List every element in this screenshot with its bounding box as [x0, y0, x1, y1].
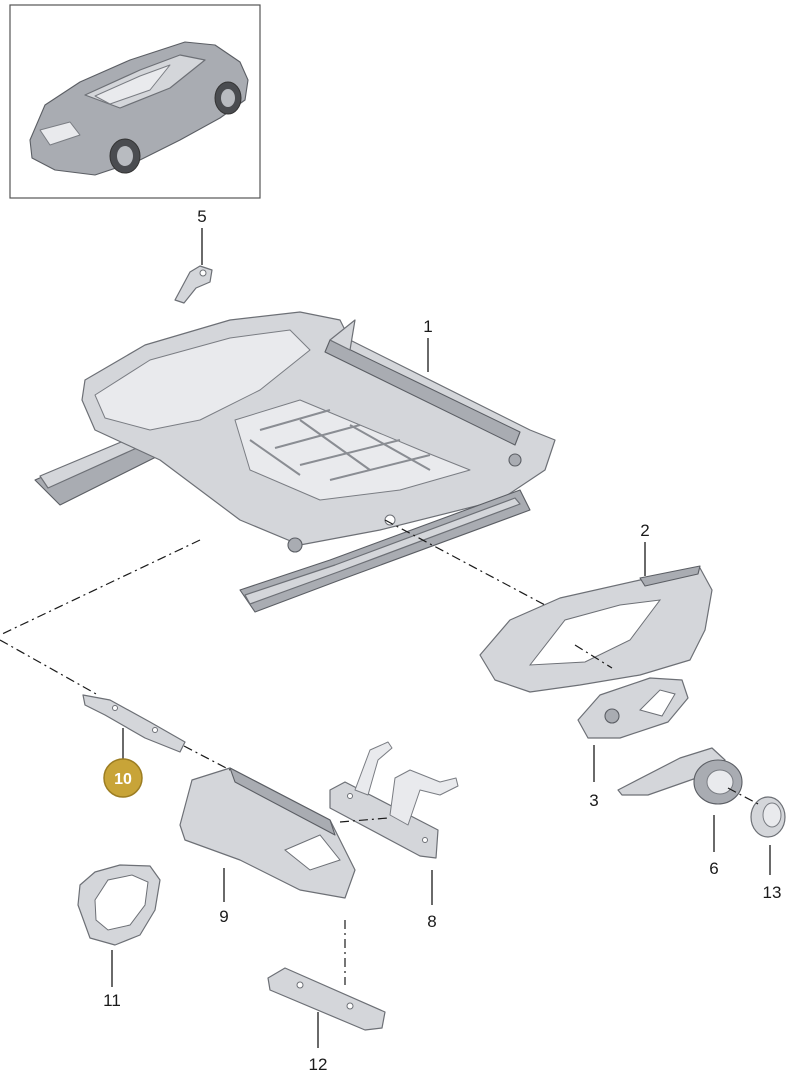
- part-1-seat-frame[interactable]: [34, 311, 556, 613]
- part-3-trim-cover[interactable]: [577, 677, 689, 739]
- callout-13: 13: [763, 883, 782, 902]
- callout-9: 9: [219, 907, 228, 926]
- callout-2: 2: [640, 521, 649, 540]
- callout-10: 10: [114, 771, 132, 788]
- callout-labels: 5 1 2 3 6 13 9 8 11 12: [103, 207, 781, 1074]
- part-2-side-trim[interactable]: [479, 565, 713, 693]
- callout-5: 5: [197, 207, 206, 226]
- callout-10-highlight[interactable]: 10: [103, 758, 143, 798]
- part-9-housing[interactable]: [179, 767, 356, 899]
- part-13-cap[interactable]: [750, 796, 786, 838]
- car-illustration: [29, 41, 249, 176]
- part-8-bracket[interactable]: [329, 741, 459, 859]
- callout-1: 1: [423, 317, 432, 336]
- callout-8: 8: [427, 912, 436, 931]
- part-11-ring[interactable]: [77, 864, 161, 946]
- callout-12: 12: [309, 1055, 328, 1074]
- callout-3: 3: [589, 791, 598, 810]
- assembly-lines: [0, 519, 761, 985]
- vehicle-thumbnail: [9, 4, 261, 199]
- callout-11: 11: [103, 991, 121, 1010]
- part-10-plate[interactable]: [82, 694, 186, 753]
- part-6-lever[interactable]: [617, 747, 743, 805]
- callout-6: 6: [709, 859, 718, 878]
- leader-lines: [111, 228, 771, 1048]
- part-12-plate[interactable]: [267, 967, 386, 1031]
- part-5-bracket[interactable]: [174, 265, 213, 304]
